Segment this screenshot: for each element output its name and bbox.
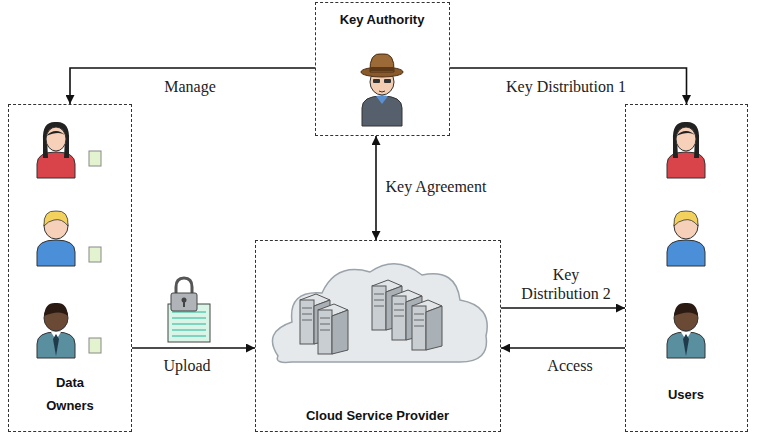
connector-arrow: [501, 307, 625, 309]
locked-document-icon-part-part: [172, 323, 206, 325]
cloud-servers-part-part: [302, 308, 312, 309]
locked-document-icon-part-part: [172, 317, 206, 319]
cloud-servers: [272, 264, 487, 363]
owner-figure-part: [53, 334, 59, 356]
group-title: Data Owners: [37, 371, 103, 417]
cloud-servers-part-part: [414, 314, 424, 315]
cloud-servers-part-part: [392, 296, 406, 340]
owner-figure-part: [43, 122, 69, 158]
cloud-servers-part-part: [394, 316, 404, 317]
cloud-servers-part-part: [394, 310, 404, 311]
cloud-servers-part-part: [302, 314, 312, 315]
authority-box: Key Authority: [315, 2, 450, 136]
cloud-servers-part: [272, 264, 487, 363]
connector-arrow: [375, 136, 377, 240]
cloud-servers-part-part: [426, 306, 442, 350]
user-figure-part: [676, 131, 696, 136]
user-figure: [667, 211, 705, 266]
connector-label: Access: [520, 356, 620, 375]
owner-figure-part: [44, 211, 68, 226]
locked-document-icon-part-part: [172, 335, 206, 337]
user-figure-part: [673, 122, 699, 158]
owner-figure-part: [46, 131, 66, 136]
cloud-servers-part-part: [372, 286, 386, 330]
connector-arrow: [132, 347, 255, 349]
document-icon-part: [89, 338, 101, 353]
user-figure-part: [683, 334, 689, 356]
owners-box: Data Owners: [8, 104, 132, 432]
cloud-servers-part-part: [320, 324, 330, 325]
cloud-servers-part-part: [414, 326, 424, 327]
document-icon-part: [89, 247, 101, 262]
owner-figure: [37, 303, 75, 358]
authority-figure-part: [379, 91, 385, 92]
cloud-servers-part-part: [374, 294, 384, 295]
connector-arrow: [70, 68, 315, 104]
users-box: Users: [625, 104, 748, 432]
cloud-servers-part-part: [412, 306, 426, 350]
user-figure: [667, 303, 705, 358]
group-title: Users: [626, 383, 746, 406]
connector-arrow: [450, 68, 687, 104]
locked-document-icon-part: [171, 293, 197, 311]
authority-figure-part: [376, 96, 388, 104]
connector-label: Upload: [137, 356, 237, 375]
cloud-servers-part-part: [374, 306, 384, 307]
group-title: Cloud Service Provider: [256, 404, 499, 427]
cloud-servers-part: [302, 294, 424, 330]
cloud-box: Cloud Service Provider: [255, 240, 501, 432]
user-figure-part: [674, 211, 698, 226]
connector-label: Key Distribution 1: [486, 77, 646, 96]
owner-figure-part: [46, 127, 66, 151]
authority-figure: [361, 54, 403, 126]
cloud-servers-part-part: [318, 310, 332, 354]
owner-figure-part: [44, 303, 68, 316]
cloud-servers-part: [300, 280, 442, 354]
authority-figure-part: [362, 96, 402, 126]
cloud-servers-part-part: [320, 330, 330, 331]
document-icon-part: [89, 151, 101, 166]
locked-document-icon: [168, 278, 210, 342]
cloud-servers-part-part: [332, 310, 348, 354]
cloud-servers-part-part: [394, 304, 404, 305]
connector-label: Key Distribution 2: [514, 265, 618, 303]
cloud-servers-part-part: [320, 318, 330, 319]
user-figure-part: [676, 127, 696, 151]
cloud-servers-part-part: [374, 300, 384, 301]
authority-figure-part: [370, 67, 394, 71]
locked-document-icon-part: [172, 312, 206, 336]
document-icon: [89, 151, 101, 353]
user-figure-part: [667, 152, 705, 178]
user-figure: [667, 122, 705, 178]
connector-label: Key Agreement: [376, 177, 496, 196]
cloud-servers-part-part: [300, 300, 314, 344]
connector-arrow: [501, 347, 625, 349]
authority-figure-part: [384, 79, 391, 83]
connector-label: Manage: [130, 77, 250, 96]
owner-figure: [37, 211, 75, 266]
locked-document-icon-part: [183, 301, 185, 307]
locked-document-icon-part-part: [172, 329, 206, 331]
user-figure-part: [674, 303, 698, 316]
cloud-servers-part-part: [302, 320, 312, 321]
group-title: Key Authority: [316, 8, 448, 31]
owner-figure-part: [37, 332, 75, 358]
cloud-servers-part-part: [414, 320, 424, 321]
owner-figure: [37, 122, 75, 178]
user-figure-part: [667, 332, 705, 358]
authority-figure-part: [370, 54, 394, 72]
locked-document-icon-part: [176, 278, 192, 294]
owner-figure-part: [37, 240, 75, 266]
user-figure-part: [667, 240, 705, 266]
owner-figure-part: [37, 152, 75, 178]
authority-figure-part: [373, 79, 380, 83]
